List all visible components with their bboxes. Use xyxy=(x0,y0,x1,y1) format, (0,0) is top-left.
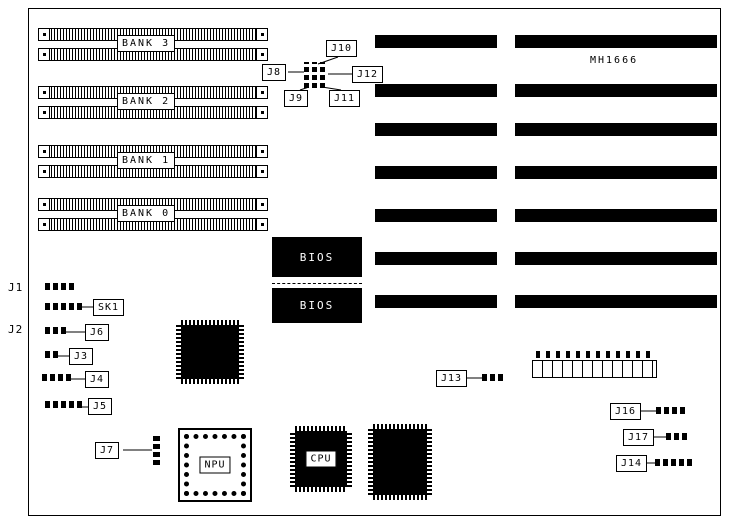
jumper-pins-j5 xyxy=(45,401,82,408)
isa-slot xyxy=(375,252,497,265)
jumper-label-j11: J11 xyxy=(329,90,361,107)
jumper-label-j17: J17 xyxy=(623,429,655,446)
isa-slot xyxy=(515,166,717,179)
bios-chip-top-label: BIOS xyxy=(299,250,335,264)
isa-slot xyxy=(515,35,717,48)
chip-pins xyxy=(295,426,347,431)
bios-chip-bottom: BIOS xyxy=(272,288,362,323)
chipset-chip xyxy=(176,320,244,384)
power-connector-pins xyxy=(536,351,652,358)
chip-pins xyxy=(427,429,432,495)
bios-socket-dashed-line xyxy=(272,283,362,284)
connector-label-j2: J2 xyxy=(8,323,24,336)
support-chip xyxy=(368,424,432,500)
isa-slot xyxy=(375,35,497,48)
jumper-pins-j16 xyxy=(656,407,685,414)
jumper-label-j12: J12 xyxy=(352,66,384,83)
chip-pins xyxy=(239,325,244,379)
npu-pin-ring xyxy=(184,434,246,496)
cpu-chip: CPU xyxy=(290,426,352,492)
jumper-label-j10: J10 xyxy=(326,40,358,57)
jumper-pins-j4 xyxy=(42,374,71,381)
board-outline xyxy=(28,8,721,516)
chip-pins xyxy=(176,325,181,379)
chip-pins xyxy=(295,487,347,492)
bios-chip-bottom-label: BIOS xyxy=(299,299,335,312)
npu-socket: NPU xyxy=(178,428,252,502)
jumper-label-j3: J3 xyxy=(69,348,94,365)
isa-slot xyxy=(515,295,717,308)
bank2-label: BANK 2 xyxy=(117,93,176,110)
chip-pins xyxy=(181,320,239,325)
chip-pins xyxy=(368,429,373,495)
jumper-pins-sk1 xyxy=(45,303,82,310)
jumper-pins-j6 xyxy=(45,327,66,334)
jumper-block-j8-j12 xyxy=(304,62,328,88)
power-connector-body xyxy=(532,360,657,378)
jumper-label-j4: J4 xyxy=(85,371,110,388)
isa-slot xyxy=(375,166,497,179)
npu-label: NPU xyxy=(199,456,231,474)
simm-socket xyxy=(38,218,268,231)
isa-slot xyxy=(515,252,717,265)
jumper-label-j6: J6 xyxy=(85,324,110,341)
jumper-pins-j14 xyxy=(655,459,692,466)
isa-slot xyxy=(515,209,717,222)
jumper-pins-j1 xyxy=(45,283,74,290)
simm-socket xyxy=(38,198,268,211)
isa-slot xyxy=(375,84,497,97)
jumper-label-sk1: SK1 xyxy=(93,299,125,316)
chip-pins xyxy=(347,431,352,487)
board-model-label: MH1666 xyxy=(590,55,639,66)
jumper-pins-j17 xyxy=(666,433,687,440)
bank0-label: BANK 0 xyxy=(117,205,176,222)
isa-slot xyxy=(375,209,497,222)
jumper-pins-j3 xyxy=(45,351,58,358)
isa-slot xyxy=(515,84,717,97)
bank3-label: BANK 3 xyxy=(117,35,176,52)
connector-label-j1: J1 xyxy=(8,281,24,294)
isa-slot xyxy=(515,123,717,136)
chip-pins xyxy=(290,431,295,487)
chip-pins xyxy=(373,495,427,500)
jumper-label-j14: J14 xyxy=(616,455,648,472)
jumper-pins-j7 xyxy=(153,436,160,465)
chip-pins xyxy=(181,379,239,384)
jumper-pins-j13 xyxy=(482,374,503,381)
bios-chip-top: BIOS xyxy=(272,237,362,277)
chip-die xyxy=(181,325,239,379)
jumper-label-j8: J8 xyxy=(262,64,287,81)
cpu-label: CPU xyxy=(305,450,337,468)
jumper-label-j16: J16 xyxy=(610,403,642,420)
chip-pins xyxy=(373,424,427,429)
jumper-label-j13: J13 xyxy=(436,370,468,387)
isa-slot xyxy=(375,123,497,136)
jumper-label-j5: J5 xyxy=(88,398,113,415)
jumper-label-j7: J7 xyxy=(95,442,120,459)
jumper-label-j9: J9 xyxy=(284,90,309,107)
chip-die xyxy=(373,429,427,495)
isa-slot xyxy=(375,295,497,308)
bank1-label: BANK 1 xyxy=(117,152,176,169)
